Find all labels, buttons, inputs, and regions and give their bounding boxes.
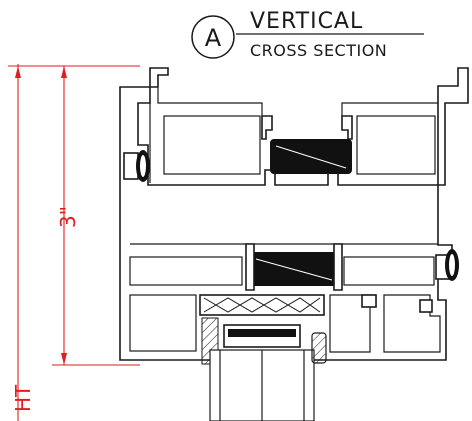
wedge-gasket <box>311 332 327 364</box>
frame-outer-outline <box>119 67 469 361</box>
section-badge-circle <box>191 15 235 59</box>
depth-dimension-label: 3" <box>56 206 80 228</box>
title-line-vertical: VERTICAL <box>250 9 363 34</box>
top-right-cavity <box>356 115 436 175</box>
glazing-unit <box>199 294 325 421</box>
upper-thermal-break-left-clip <box>261 115 273 140</box>
bottom-left-cavity <box>129 294 197 352</box>
lower-thermal-break-right-clip <box>333 243 343 291</box>
height-dimension: HT <box>8 64 140 421</box>
title-line-cross-section: CROSS SECTION <box>250 41 387 60</box>
upper-thermal-break-hatch <box>275 145 347 169</box>
section-title-block: A VERTICAL CROSS SECTION <box>191 9 424 60</box>
lower-right-cavity <box>343 256 435 286</box>
right-gasket-bulb-core <box>449 254 455 276</box>
height-arrowhead <box>15 66 21 78</box>
left-gasket-clip <box>123 152 139 180</box>
height-dimension-label: HT <box>11 384 35 412</box>
upper-thermal-break-right-clip <box>341 115 353 140</box>
top-left-cavity <box>163 115 261 175</box>
depth-arrowhead-bottom <box>61 353 67 365</box>
receptor-hook-left <box>361 294 377 308</box>
glazing-stop-pattern <box>203 297 321 313</box>
depth-dimension: 3" <box>52 66 140 366</box>
receptor-hook-right <box>419 299 433 313</box>
glazing-stop <box>199 294 325 316</box>
top-left-wall <box>149 87 438 183</box>
lower-thermal-break-hatch <box>255 258 333 281</box>
depth-arrowhead-top <box>61 66 67 78</box>
lower-thermal-break-left-clip <box>245 243 255 291</box>
glass-spacer-dark <box>228 329 296 337</box>
section-badge-letter: A <box>205 24 222 52</box>
frame-profile <box>119 67 469 361</box>
lower-left-cavity <box>129 256 243 286</box>
left-gasket-bulb-core <box>140 155 146 177</box>
wedge-gasket-body <box>311 332 327 364</box>
